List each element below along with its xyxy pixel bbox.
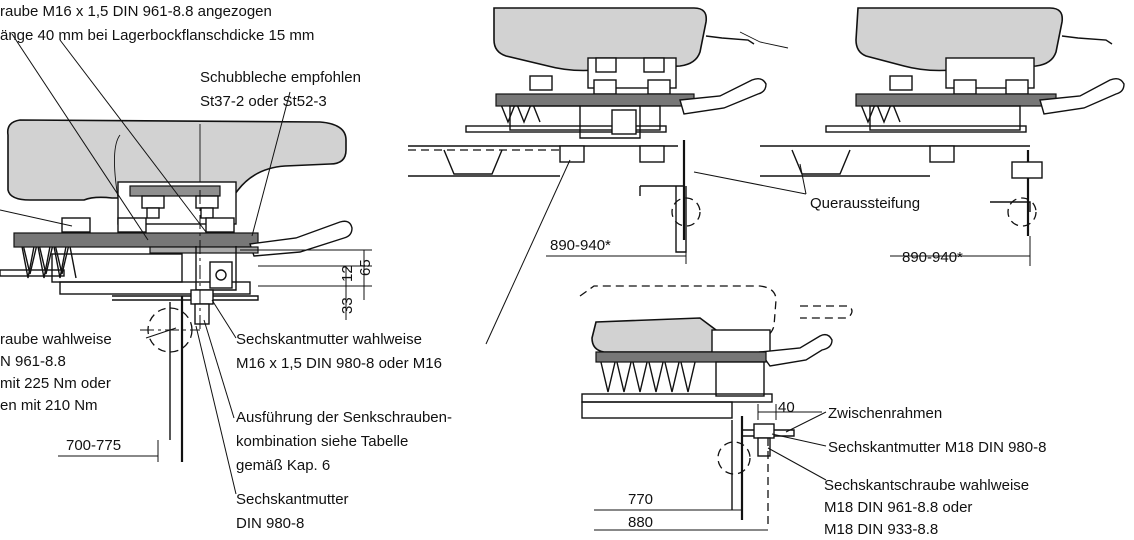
dim-40: 40	[778, 399, 795, 416]
annotation-labels: raube M16 x 1,5 DIN 961-8.8 angezogen än…	[0, 3, 1046, 538]
left-top-bolt-pair	[141, 195, 219, 219]
label-alt-screw-line3: mit 225 Nm oder	[0, 375, 111, 392]
label-hexbolt-line1: Sechskantschraube wahlweise	[824, 477, 1029, 494]
label-screw-line2: änge 40 mm bei Lagerbockflanschdicke 15 …	[0, 27, 314, 44]
bottom-assembly-drawing	[579, 285, 853, 531]
dim-770: 770	[628, 491, 653, 508]
dim-33: 33	[339, 297, 356, 314]
dim-880: 880	[628, 514, 653, 531]
label-shims-line1: Schubbleche empfohlen	[200, 69, 361, 86]
dim-12: 12	[339, 265, 356, 282]
label-alt-screw-line2: N 961-8.8	[0, 353, 66, 370]
label-screw-line1: raube M16 x 1,5 DIN 961-8.8 angezogen	[0, 3, 272, 20]
label-hexnut-line1: Sechskantmutter	[236, 491, 349, 508]
dim-890-940-center: 890-940*	[550, 237, 611, 254]
leader-lines	[0, 33, 827, 495]
label-cross-bracing: Queraussteifung	[810, 195, 920, 212]
label-hexbolt-line3: M18 DIN 933-8.8	[824, 521, 938, 538]
label-hexnut-opt-line1: Sechskantmutter wahlweise	[236, 331, 422, 348]
label-countersunk-line2: kombination siehe Tabelle	[236, 433, 408, 450]
center-assembly-drawing	[408, 7, 789, 264]
dim-700-775: 700-775	[66, 437, 121, 454]
label-alt-screw-line4: en mit 210 Nm	[0, 397, 98, 414]
label-hexnut-opt-line2: M16 x 1,5 DIN 980-8 oder M16	[236, 355, 442, 372]
label-hexbolt-line2: M18 DIN 961-8.8 oder	[824, 499, 972, 516]
dim-890-940-right: 890-940*	[902, 249, 963, 266]
right-assembly-drawing	[760, 7, 1125, 266]
dimension-labels: 700-775 890-940* 890-940* 770 880 40 65 …	[66, 237, 963, 531]
label-hexnut-line2: DIN 980-8	[236, 515, 304, 532]
label-countersunk-line3: gemäß Kap. 6	[236, 457, 330, 474]
label-countersunk-line1: Ausführung der Senkschrauben-	[236, 409, 452, 426]
label-shims-line2: St37-2 oder St52-3	[200, 93, 327, 110]
label-hexnut-m18: Sechskantmutter M18 DIN 980-8	[828, 439, 1046, 456]
left-assembly-drawing	[0, 119, 372, 462]
label-intermediate-frame: Zwischenrahmen	[828, 405, 942, 422]
dim-65: 65	[357, 259, 374, 276]
label-alt-screw-line1: raube wahlweise	[0, 331, 112, 348]
